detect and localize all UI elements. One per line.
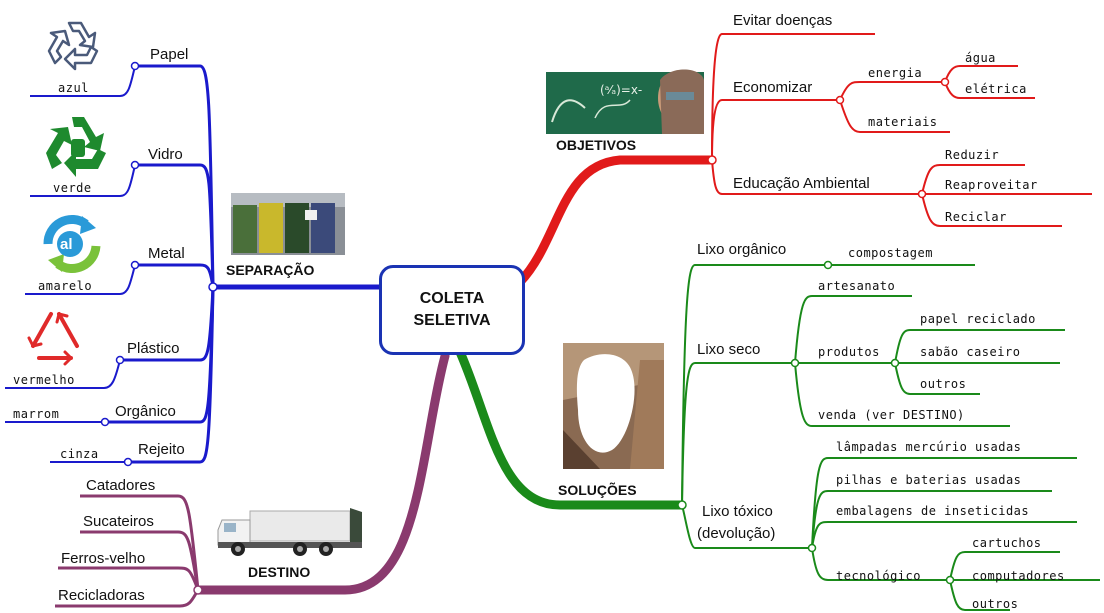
solucoes-title[interactable]: SOLUÇÕES	[558, 482, 637, 498]
node-devolucao[interactable]: (devolução)	[697, 525, 776, 542]
node-compostagem[interactable]: compostagem	[848, 246, 933, 260]
node-outros-tecnologico[interactable]: outros	[972, 597, 1019, 611]
node-educacao-ambiental[interactable]: Educação Ambiental	[733, 175, 870, 192]
node-papel[interactable]: Papel	[150, 46, 189, 63]
node-materiais[interactable]: materiais	[868, 115, 938, 129]
node-lixo-seco[interactable]: Lixo seco	[697, 341, 761, 358]
node-papel-cor[interactable]: azul	[58, 81, 89, 95]
node-tecnologico[interactable]: tecnológico	[836, 569, 921, 583]
node-sucateiros[interactable]: Sucateiros	[83, 513, 154, 530]
central-topic-line1: COLETA	[419, 290, 485, 307]
node-reciclar[interactable]: Reciclar	[945, 210, 1007, 224]
node-lixo-organico[interactable]: Lixo orgânico	[697, 241, 787, 258]
aluminium-recycle-icon	[43, 215, 101, 274]
node-reaproveitar[interactable]: Reaproveitar	[945, 178, 1038, 192]
node-economizar[interactable]: Economizar	[733, 79, 813, 96]
blackboard-professor-image	[546, 69, 704, 134]
branch-solucoes	[455, 347, 687, 510]
node-papel-reciclado[interactable]: papel reciclado	[920, 312, 1036, 326]
node-plastico[interactable]: Plástico	[127, 340, 180, 357]
node-organico-sep[interactable]: Orgânico	[115, 403, 176, 420]
recycled-art-photo	[563, 343, 664, 469]
node-reduzir[interactable]: Reduzir	[945, 148, 1000, 162]
branch-destino	[193, 351, 450, 595]
recycle-triangle-icon	[27, 312, 79, 366]
node-lampadas[interactable]: lâmpadas mercúrio usadas	[836, 440, 1022, 454]
node-rejeito-cor[interactable]: cinza	[60, 447, 99, 461]
destino-title[interactable]: DESTINO	[248, 564, 311, 580]
node-catadores[interactable]: Catadores	[86, 477, 156, 494]
branch-objetivos	[515, 155, 717, 287]
node-eletrica[interactable]: elétrica	[965, 82, 1027, 96]
node-venda[interactable]: venda (ver DESTINO)	[818, 408, 965, 422]
blackboard-formula: (ᵃ⁄ₐ)=x-	[600, 83, 642, 97]
node-vidro-cor[interactable]: verde	[53, 181, 92, 195]
node-metal-cor[interactable]: amarelo	[38, 279, 93, 293]
separacao-title[interactable]: SEPARAÇÃO	[226, 262, 315, 278]
node-organico-cor[interactable]: marrom	[13, 407, 60, 421]
recycle-green-icon	[46, 117, 106, 177]
node-artesanato[interactable]: artesanato	[818, 279, 896, 293]
node-lixo-toxico[interactable]: Lixo tóxico	[702, 503, 773, 520]
recycling-bins-image	[231, 193, 345, 255]
node-pilhas[interactable]: pilhas e baterias usadas	[836, 473, 1022, 487]
recycle-outline-icon	[47, 21, 99, 71]
node-ferros-velho[interactable]: Ferros-velho	[61, 550, 146, 567]
node-produtos[interactable]: produtos	[818, 345, 880, 359]
node-embalagens[interactable]: embalagens de inseticidas	[836, 504, 1030, 518]
node-evitar-doencas[interactable]: Evitar doenças	[733, 12, 833, 29]
central-topic[interactable]: COLETA SELETIVA	[379, 265, 525, 355]
node-outros-produtos[interactable]: outros	[920, 377, 967, 391]
node-rejeito[interactable]: Rejeito	[138, 441, 185, 458]
objetivos-title[interactable]: OBJETIVOS	[556, 137, 637, 153]
node-cartuchos[interactable]: cartuchos	[972, 536, 1042, 550]
node-sabao-caseiro[interactable]: sabão caseiro	[920, 345, 1021, 359]
node-metal[interactable]: Metal	[148, 245, 185, 262]
node-computadores[interactable]: computadores	[972, 569, 1065, 583]
central-topic-line2: SELETIVA	[413, 312, 491, 329]
node-agua[interactable]: água	[965, 51, 996, 65]
node-vidro[interactable]: Vidro	[148, 146, 183, 163]
node-recicladoras[interactable]: Recicladoras	[58, 587, 145, 604]
node-plastico-cor[interactable]: vermelho	[13, 373, 75, 387]
aluminium-text: al	[60, 236, 73, 253]
garbage-truck-image	[217, 508, 362, 556]
node-energia[interactable]: energia	[868, 66, 923, 80]
